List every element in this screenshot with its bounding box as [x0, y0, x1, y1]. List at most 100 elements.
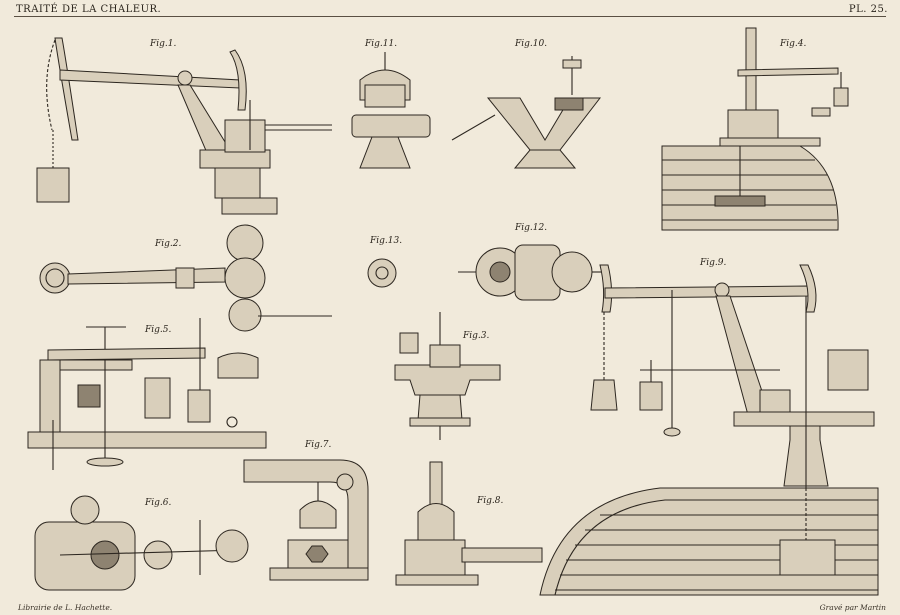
- figure-12-drawing: Fig.12.: [458, 223, 608, 301]
- figure-2-label: Fig.2.: [154, 239, 181, 249]
- valve-body: [394, 364, 501, 396]
- flange: [221, 197, 278, 215]
- small-ring: [226, 416, 238, 428]
- figure-1-drawing: Fig.1.: [36, 37, 332, 215]
- base-plate: [34, 521, 136, 591]
- valve-body: [199, 149, 271, 169]
- figure-10-drawing: Fig.10.: [451, 39, 602, 169]
- hex-nut: [305, 545, 329, 563]
- rosette-hub: [375, 266, 389, 280]
- ball-weight: [215, 529, 249, 563]
- pipe-body: [351, 114, 431, 138]
- screw-block: [554, 97, 584, 111]
- valve-housing: [727, 109, 779, 141]
- bottom-disc: [86, 457, 124, 467]
- plate-number: PL. 25.: [848, 4, 888, 15]
- lever-end-hook: [229, 49, 247, 111]
- right-boss: [143, 540, 173, 570]
- weight-2: [639, 381, 663, 411]
- figure-12-label: Fig.12.: [514, 223, 547, 233]
- figure-10-label: Fig.10.: [514, 39, 547, 49]
- handle: [451, 114, 496, 141]
- side-pipe: [461, 547, 543, 563]
- left-port: [489, 261, 511, 283]
- base: [269, 567, 369, 581]
- figure-11-drawing: Fig.11.: [351, 39, 431, 169]
- valve-base: [214, 167, 261, 199]
- upper-flange: [226, 224, 264, 262]
- chain: [46, 39, 56, 131]
- pivot: [714, 282, 730, 298]
- center-flange: [224, 257, 266, 299]
- left-wall: [39, 359, 61, 436]
- book-title: TRAITÉ DE LA CHALEUR.: [16, 4, 162, 15]
- float-weight: [779, 539, 836, 576]
- neck: [417, 394, 463, 421]
- mount-plate: [719, 137, 821, 147]
- base: [395, 574, 479, 586]
- ring-end: [39, 262, 71, 294]
- boiler-section: [661, 145, 839, 231]
- support-bar: [733, 411, 875, 427]
- chamber: [429, 344, 461, 368]
- figure-3-label: Fig.3.: [462, 331, 489, 341]
- valve-cage: [224, 119, 266, 153]
- curved-arm: [54, 37, 79, 141]
- figure-11-label: Fig.11.: [364, 39, 397, 49]
- lever-rod: [59, 549, 241, 556]
- right-hook: [799, 264, 817, 313]
- figure-1-label: Fig.1.: [149, 39, 176, 49]
- base: [513, 149, 577, 169]
- lever-beam: [59, 69, 241, 89]
- center-boss: [90, 540, 120, 570]
- arm-pin: [336, 473, 354, 491]
- figure-6-label: Fig.6.: [144, 498, 171, 508]
- figure-13-drawing: Fig.13.: [367, 236, 402, 288]
- float: [714, 195, 766, 207]
- dome: [417, 503, 455, 541]
- figure-4-drawing: Fig.4.: [661, 27, 849, 231]
- bell-weight: [217, 352, 259, 379]
- lever-plan: [67, 267, 226, 285]
- hanging-weight: [36, 167, 70, 203]
- top-beam: [47, 347, 206, 361]
- dome: [299, 500, 337, 529]
- small-box: [759, 389, 791, 413]
- valve-box: [827, 349, 869, 391]
- figure-13-label: Fig.13.: [369, 236, 402, 246]
- figure-7-label: Fig.7.: [304, 440, 331, 450]
- lever: [737, 67, 839, 77]
- boiler-shell-drawing: [539, 487, 879, 596]
- engraver-credit: Gravé par Martin: [819, 603, 886, 612]
- right-flange: [551, 251, 593, 293]
- ring-inner: [45, 268, 65, 288]
- rod-end: [663, 427, 681, 437]
- cap: [399, 332, 419, 354]
- figure-8-drawing: Fig.8.: [395, 461, 543, 586]
- figure-8-label: Fig.8.: [476, 496, 503, 506]
- plate-frame: [14, 16, 886, 605]
- lower-flange: [228, 298, 262, 332]
- lever-support: [177, 84, 231, 161]
- rosette-wheel: [367, 258, 397, 288]
- small-weight: [811, 107, 831, 117]
- figure-7-drawing: Fig.7.: [243, 440, 369, 581]
- publisher-credit: Librairie de L. Hachette.: [18, 603, 113, 612]
- clamp: [175, 267, 195, 289]
- foot: [409, 417, 471, 427]
- valve-head: [364, 84, 406, 108]
- figure-5-drawing: Fig.5.: [27, 318, 267, 470]
- grate: [77, 384, 101, 408]
- main-lever: [604, 285, 809, 299]
- figure-3-drawing: Fig.3.: [394, 312, 501, 440]
- weight: [833, 87, 849, 107]
- handwheel: [562, 59, 582, 69]
- figure-5-label: Fig.5.: [144, 325, 171, 335]
- cylinder: [144, 377, 171, 419]
- pedestal: [359, 136, 411, 169]
- valve-body: [404, 539, 466, 576]
- figure-4-label: Fig.4.: [779, 39, 806, 49]
- upper-boss: [70, 495, 100, 525]
